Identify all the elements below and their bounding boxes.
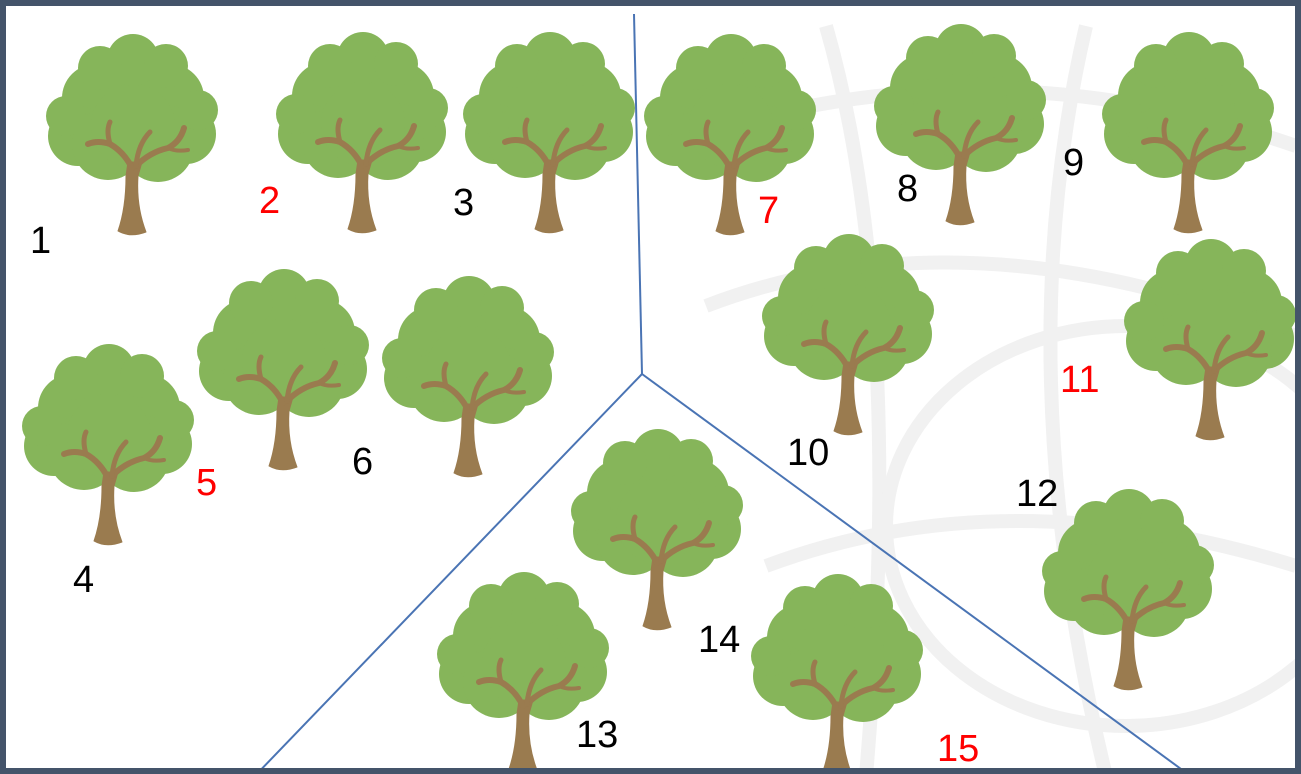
tree-label: 6 <box>352 443 373 481</box>
tree-label: 14 <box>698 621 740 659</box>
tree-label: 12 <box>1016 475 1058 513</box>
tree-label: 4 <box>73 561 94 599</box>
tree-icon <box>268 24 458 239</box>
tree-icon <box>1034 481 1224 696</box>
tree-icon <box>1094 24 1284 239</box>
tree-label: 7 <box>758 192 779 230</box>
tree-icon <box>636 26 826 241</box>
tree-label: 2 <box>259 182 280 220</box>
tree-icon <box>866 16 1056 231</box>
tree-label: 11 <box>1060 361 1099 399</box>
tree-icon <box>754 226 944 441</box>
tree-icon <box>14 336 204 551</box>
tree-label: 10 <box>787 434 829 472</box>
tree-icon <box>1116 231 1301 446</box>
tree-icon <box>374 268 564 483</box>
tree-label: 9 <box>1063 144 1084 182</box>
tree-label: 5 <box>196 464 217 502</box>
tree-label: 15 <box>937 730 979 768</box>
tree-label: 3 <box>453 184 474 222</box>
tree-icon <box>743 566 933 774</box>
tree-label: 1 <box>30 222 51 260</box>
tree-icon <box>455 24 645 239</box>
tree-label: 13 <box>576 716 618 754</box>
tree-label: 8 <box>897 170 918 208</box>
tree-icon <box>189 261 379 476</box>
tree-icon <box>38 26 228 241</box>
